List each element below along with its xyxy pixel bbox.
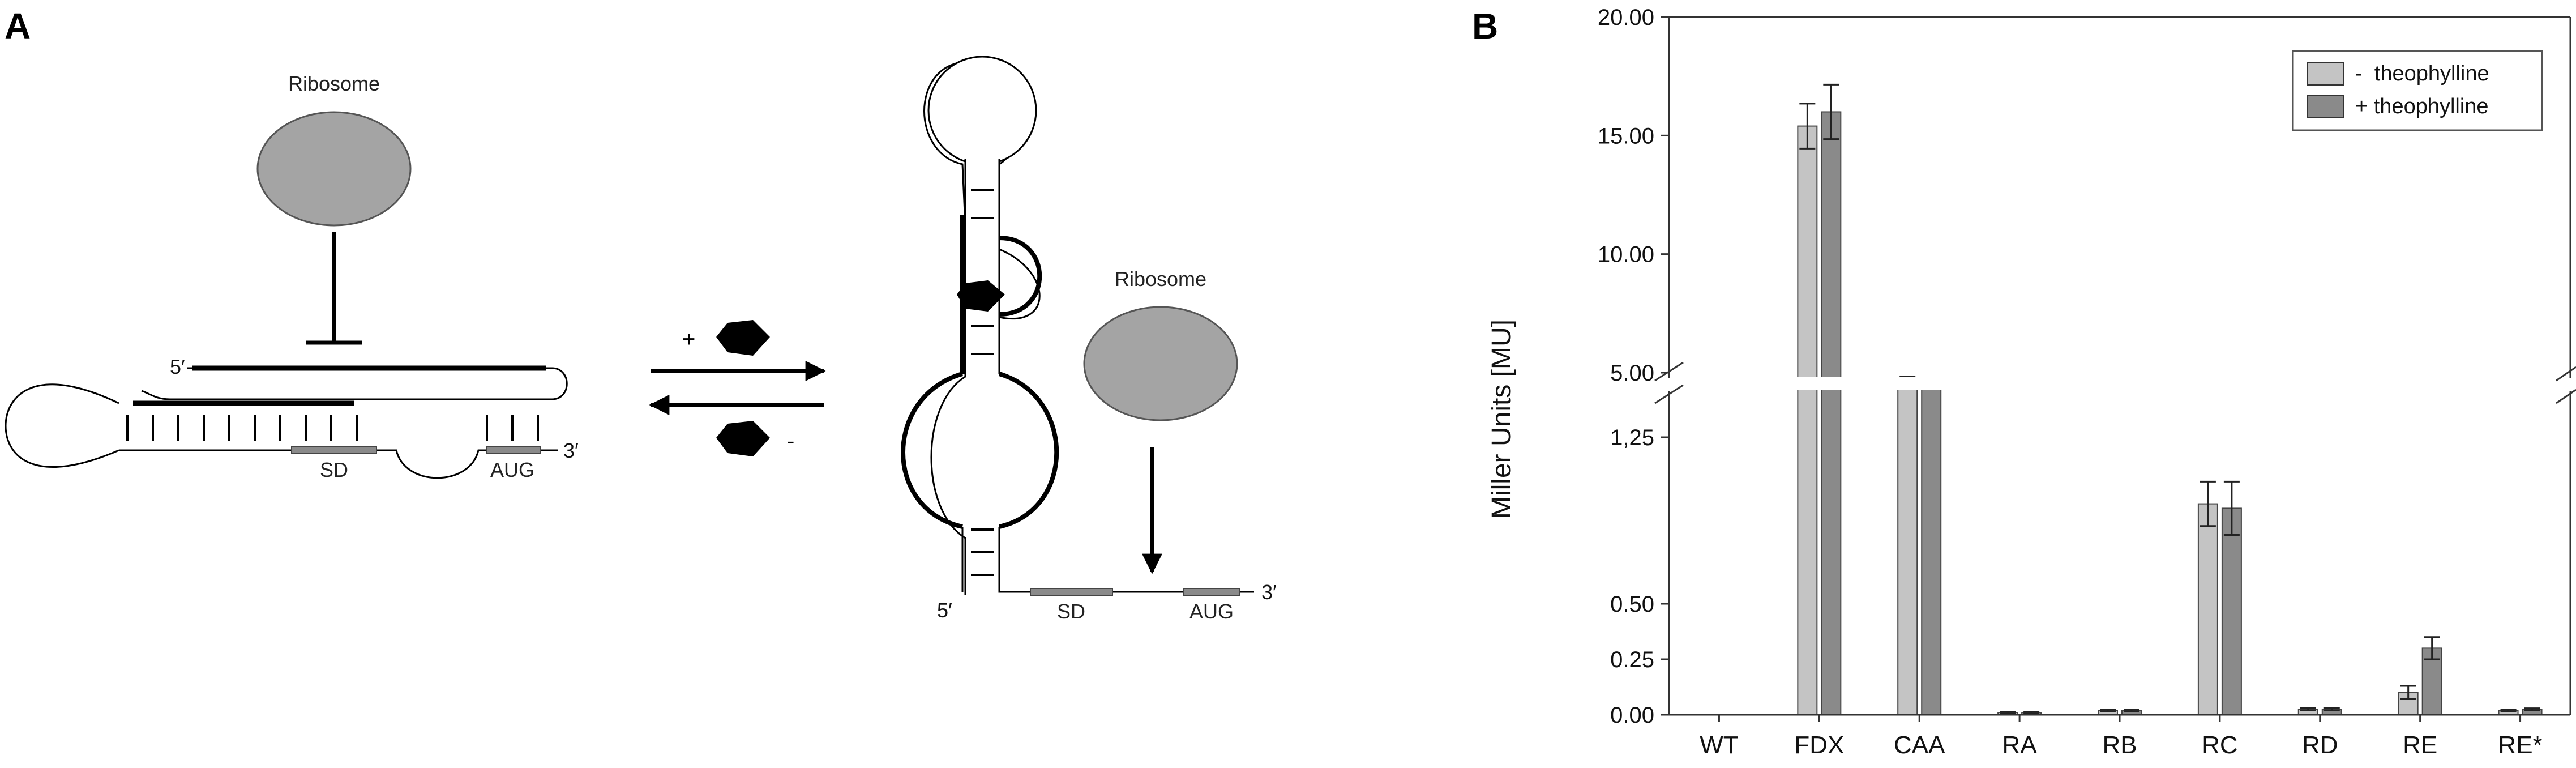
y-tick-label-6: 15.00 [1598, 123, 1654, 148]
off-five-prime-label: 5′ [170, 355, 185, 378]
on-lower-loop [901, 372, 964, 529]
y-tick-label-5: 10.00 [1598, 242, 1654, 267]
minus-sign: - [787, 429, 794, 454]
on-sd-label: SD [1057, 600, 1085, 623]
bar-caa-plus [1921, 383, 1942, 715]
axis-break-gap [1646, 377, 2576, 390]
on-aug-label: AUG [1189, 600, 1234, 623]
panel-a: A Ribosome 5′ [5, 6, 1277, 623]
off-aug-label: AUG [490, 458, 534, 481]
on-mrna-strand [998, 589, 1254, 593]
panel-b-label: B [1472, 6, 1498, 46]
break-mark-right-2 [2556, 389, 2576, 404]
break-mark-right-1 [2556, 366, 2576, 382]
on-lower-loop-right [998, 372, 1059, 529]
theophylline-icon-minus [716, 421, 770, 456]
off-base-pairs [126, 415, 539, 441]
bar-caa-minus [1897, 379, 1918, 715]
bars-group [1646, 83, 2576, 716]
off-ribosome-shape [256, 111, 412, 227]
chart-plot: Miller Units [MU] 0.00 0.25 0.50 1,25 5.00 10… [1487, 5, 2576, 759]
x-tick-label-wt: WT [1700, 731, 1738, 759]
on-apex-gap [965, 159, 999, 170]
legend: - theophylline + theophylline [2292, 50, 2543, 131]
off-left-loop [5, 383, 119, 468]
on-state-aptamer: SD AUG 3′ 5′ Ribosome [901, 56, 1277, 623]
off-ribosome-label: Ribosome [288, 72, 380, 95]
plus-sign: + [682, 327, 695, 352]
on-ribosome-shape [1083, 306, 1238, 421]
legend-label-plus: + theophylline [2355, 95, 2489, 118]
y-tick-label-0: 0.00 [1610, 703, 1654, 728]
break-mark-left-1 [1654, 361, 1684, 382]
y-tick-label-7: 20.00 [1598, 5, 1654, 30]
x-tick-label-re: RE [2403, 731, 2437, 759]
off-sd-box [291, 446, 377, 454]
off-state-hairpin: Ribosome 5′ [5, 72, 579, 481]
off-sd-label: SD [320, 458, 348, 481]
bar-fdx-plus [1821, 111, 1842, 715]
on-sd-box [1030, 588, 1113, 596]
x-tick-label-rb: RB [2102, 731, 2137, 759]
x-tick-label-restar: RE* [2498, 731, 2542, 759]
theophylline-icon-bound [957, 280, 1005, 312]
x-tick-labels-group: WT FDX CAA RA RB RC RD RE RE* [1700, 715, 2543, 759]
panel-b: B Miller Units [MU] 0.00 0.25 0.50 1,25 5.00… [1472, 5, 2576, 759]
on-three-prime-label: 3′ [1261, 581, 1277, 604]
y-tick-label-4: 5.00 [1610, 361, 1654, 386]
equilibrium-arrows: + - [649, 320, 826, 456]
off-top-strand [141, 367, 568, 400]
on-ribosome-label: Ribosome [1115, 267, 1206, 291]
x-tick-label-rd: RD [2302, 731, 2338, 759]
on-base-pairs [971, 189, 994, 576]
break-mark-left-2 [1654, 384, 1684, 404]
on-aug-box [1183, 588, 1240, 596]
off-three-prime-label: 3′ [563, 439, 579, 462]
on-binding-bulge [999, 236, 1042, 317]
on-five-prime-label: 5′ [937, 599, 952, 622]
x-tick-label-rc: RC [2202, 731, 2238, 759]
y-tick-label-3: 1,25 [1610, 425, 1654, 450]
bar-rc-minus [2197, 503, 2218, 715]
y-tick-label-2: 0.50 [1610, 592, 1654, 617]
legend-swatch-plus [2307, 95, 2344, 118]
bar-rc-plus [2221, 507, 2242, 715]
y-tick-label-1: 0.25 [1610, 647, 1654, 672]
theophylline-icon-plus [716, 320, 770, 356]
legend-label-minus: - theophylline [2355, 62, 2489, 86]
legend-swatch-minus [2307, 62, 2344, 86]
x-tick-label-fdx: FDX [1794, 731, 1844, 759]
on-apex-loop [927, 56, 1037, 165]
y-ticks-group: 0.00 0.25 0.50 1,25 5.00 10.00 15.00 20.00 [1598, 5, 1669, 728]
off-aug-box [486, 446, 541, 454]
x-tick-label-caa: CAA [1894, 731, 1945, 759]
off-bottom-strand [119, 449, 558, 479]
x-tick-label-ra: RA [2002, 731, 2038, 759]
bar-fdx-minus [1797, 125, 1818, 715]
panel-a-label: A [5, 6, 31, 46]
y-axis-label: Miller Units [MU] [1487, 319, 1517, 519]
